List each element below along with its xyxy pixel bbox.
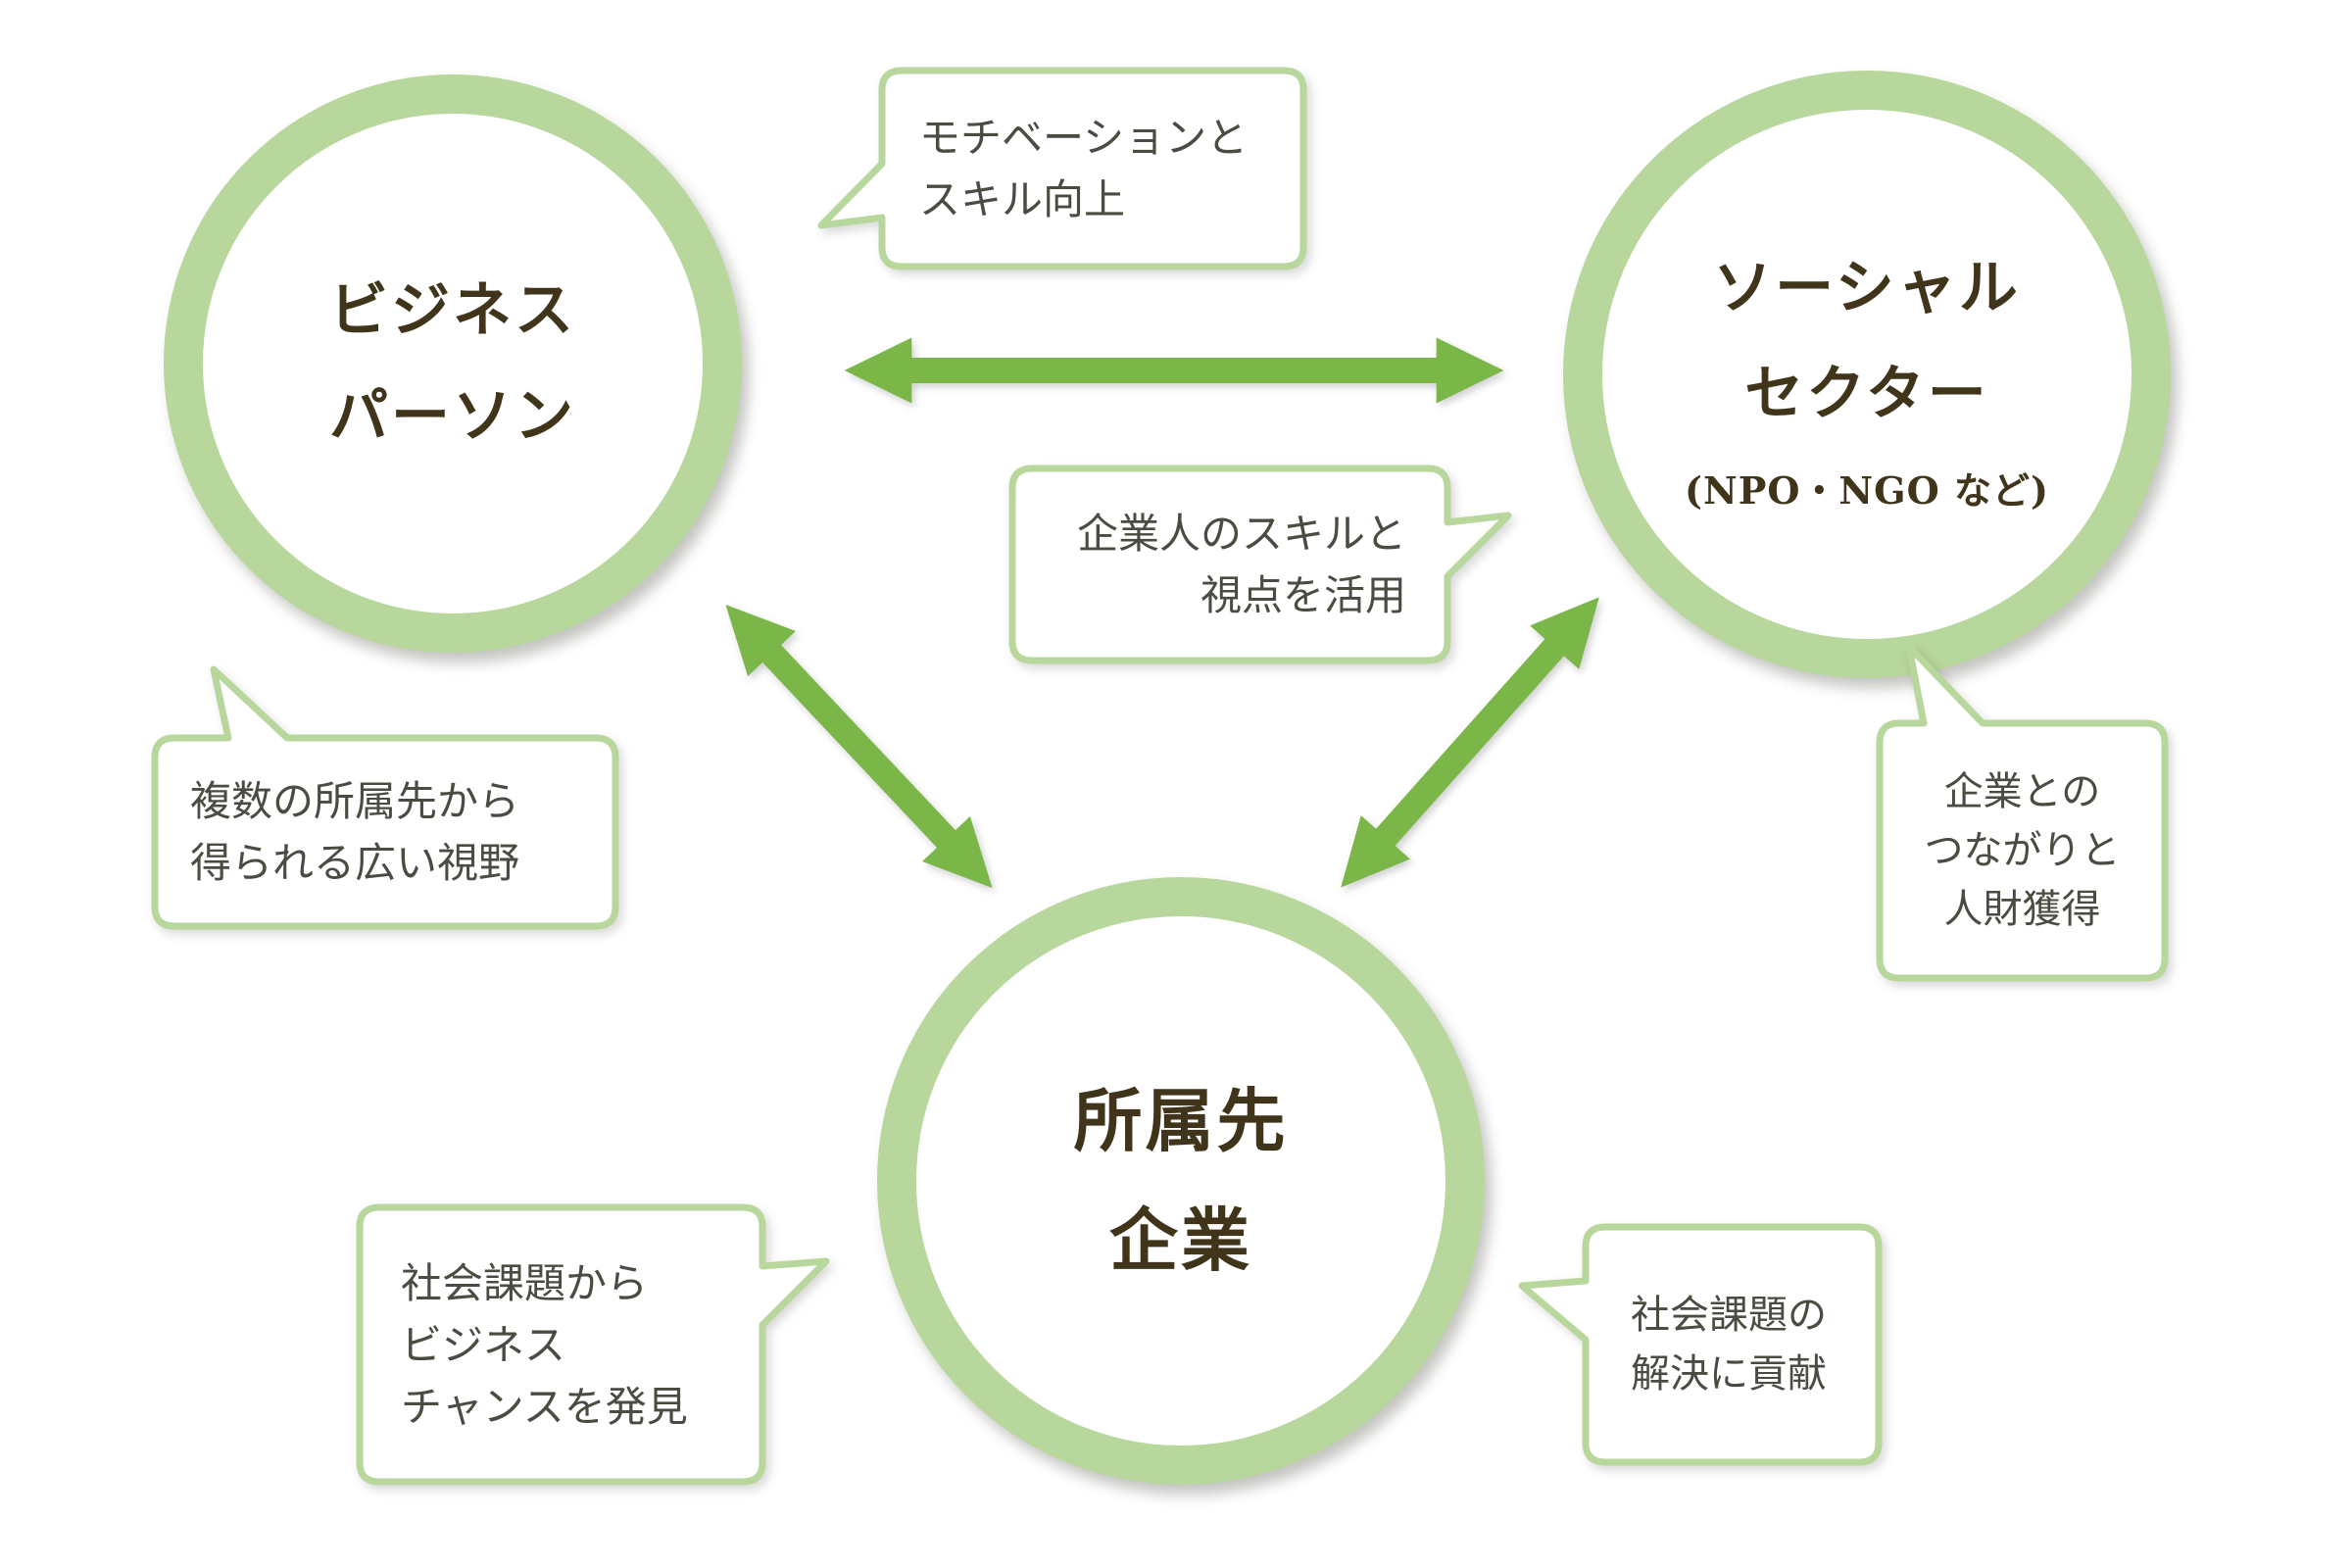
title-line: ビジネス	[329, 276, 576, 345]
circle-company-title: 所属先 企業	[1074, 1061, 1289, 1301]
bubble-talent: 企業との つながりと 人財獲得	[1876, 643, 2169, 982]
bubble-chance-text: 社会課題から ビジネス チャンスを発見	[360, 1207, 762, 1482]
bubble-line: 企業人のスキルと	[1076, 511, 1406, 557]
bubble-line: 複数の所属先から	[190, 778, 520, 824]
bubble-perspective: 複数の所属先から 得られる広い視野	[151, 665, 619, 930]
title-line: ソーシャル	[1713, 253, 2021, 322]
circle-social-sector: ソーシャル セクター (NPO・NGO など)	[1563, 71, 2171, 678]
arrow-business-company	[725, 605, 993, 888]
bubble-line: 企業との	[1943, 770, 2101, 813]
title-line: パーソン	[329, 382, 576, 451]
circle-company: 所属先 企業	[877, 877, 1485, 1485]
circle-social-sector-title: ソーシャル セクター	[1713, 235, 2021, 447]
bubble-line: 人財獲得	[1943, 888, 2101, 931]
title-line: セクター	[1744, 359, 1989, 428]
bubble-chance: 社会課題から ビジネス チャンスを発見	[356, 1203, 830, 1486]
arrow-social-company	[1341, 597, 1599, 888]
bubble-skills: 企業人のスキルと 視点を活用	[1008, 465, 1512, 664]
bubble-contribution-shape	[1518, 1223, 1883, 1466]
bubble-motivation-shape	[817, 67, 1307, 270]
bubble-skills-text: 企業人のスキルと 視点を活用	[1012, 468, 1447, 661]
bubble-motivation-text: モチベーションと スキル向上	[882, 71, 1303, 267]
title-line: 企業	[1109, 1200, 1252, 1281]
bubble-chance-shape	[356, 1203, 830, 1486]
bubble-line: チャンスを発見	[401, 1383, 688, 1430]
bubble-perspective-text: 複数の所属先から 得られる広い視野	[155, 738, 615, 926]
circle-business-person: ビジネス パーソン	[164, 74, 742, 653]
circle-business-person-title: ビジネス パーソン	[329, 258, 576, 469]
bubble-skills-shape	[1008, 465, 1512, 664]
bubble-line: ビジネス	[401, 1321, 566, 1368]
bubble-line: 社会課題から	[401, 1259, 649, 1306]
bubble-line: スキル向上	[919, 176, 1126, 222]
bubble-motivation: モチベーションと スキル向上	[817, 67, 1307, 270]
bubble-line: つながりと	[1924, 829, 2121, 872]
bubble-line: 社会課題の	[1631, 1294, 1827, 1337]
title-line: 所属先	[1073, 1079, 1289, 1161]
circle-social-sector-subtitle: (NPO・NGO など)	[1685, 467, 2049, 513]
bubble-contribution-text: 社会課題の 解決に貢献	[1586, 1227, 1879, 1462]
bubble-talent-text: 企業との つながりと 人財獲得	[1880, 723, 2165, 978]
bubble-line: モチベーションと	[919, 115, 1249, 161]
bubble-talent-shape	[1876, 643, 2169, 982]
bubble-contribution: 社会課題の 解決に貢献	[1518, 1223, 1883, 1466]
bubble-perspective-shape	[151, 665, 619, 930]
bubble-line: 得られる広い視野	[190, 840, 520, 886]
bubble-line: 視点を活用	[1200, 572, 1406, 618]
bubble-line: 解決に貢献	[1631, 1352, 1827, 1396]
